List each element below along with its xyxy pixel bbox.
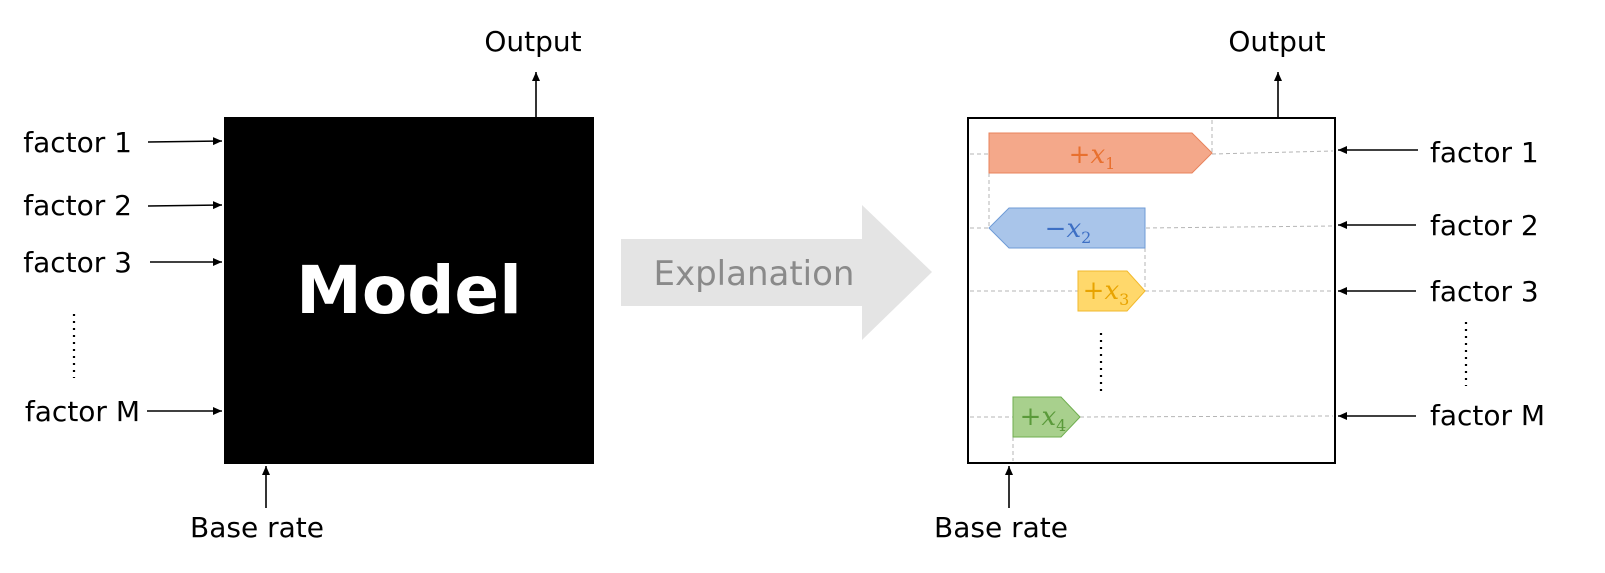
left-factor-1-label: factor 1 <box>23 126 132 159</box>
left-factor-2-arrow <box>147 201 223 210</box>
left-base-rate-label: Base rate <box>190 511 324 544</box>
right-base-rate-label: Base rate <box>934 511 1068 544</box>
right-factor-m-label: factor M <box>1430 399 1545 432</box>
contribution-2-label: −x2 <box>1045 214 1092 247</box>
contribution-2-bar <box>988 207 1146 249</box>
left-factor-1-arrow <box>147 137 223 146</box>
right-factor-2-label: factor 2 <box>1430 209 1539 242</box>
left-factor-2-label: factor 2 <box>23 189 132 222</box>
contribution-4-label: +x4 <box>1020 402 1067 435</box>
contribution-1: +x1 <box>988 132 1213 174</box>
contribution-1-label: +x1 <box>1069 140 1116 173</box>
contribution-3-bar <box>1077 270 1146 312</box>
guide-row-1b <box>1211 150 1334 155</box>
explanation-label: Explanation <box>654 254 855 294</box>
right-output-label: Output <box>1228 25 1325 58</box>
contribution-4-bar <box>1012 396 1081 438</box>
contribution-3: +x3 <box>1077 270 1146 312</box>
contribution-2: −x2 <box>988 207 1146 249</box>
left-model-group: Model Output Base rate factor 1 factor 2… <box>23 25 594 544</box>
left-factor-m-label: factor M <box>25 395 140 428</box>
guide-row-2b <box>1145 225 1334 229</box>
model-title: Model <box>296 252 522 329</box>
left-output-label: Output <box>484 25 581 58</box>
model-box <box>224 117 594 464</box>
contribution-1-bar <box>988 132 1213 174</box>
left-factor-3-label: factor 3 <box>23 246 132 279</box>
right-factor-3-label: factor 3 <box>1430 275 1539 308</box>
contribution-4: +x4 <box>1012 396 1081 438</box>
right-factor-1-label: factor 1 <box>1430 136 1539 169</box>
explanation-block-arrow <box>621 205 932 340</box>
contribution-3-label: +x3 <box>1083 276 1130 309</box>
right-explanation-group: +x1 −x2 +x3 +x4 Output <box>934 25 1545 544</box>
explanation-arrow-group: Explanation <box>621 205 932 340</box>
guide-row-4b <box>1079 415 1334 418</box>
